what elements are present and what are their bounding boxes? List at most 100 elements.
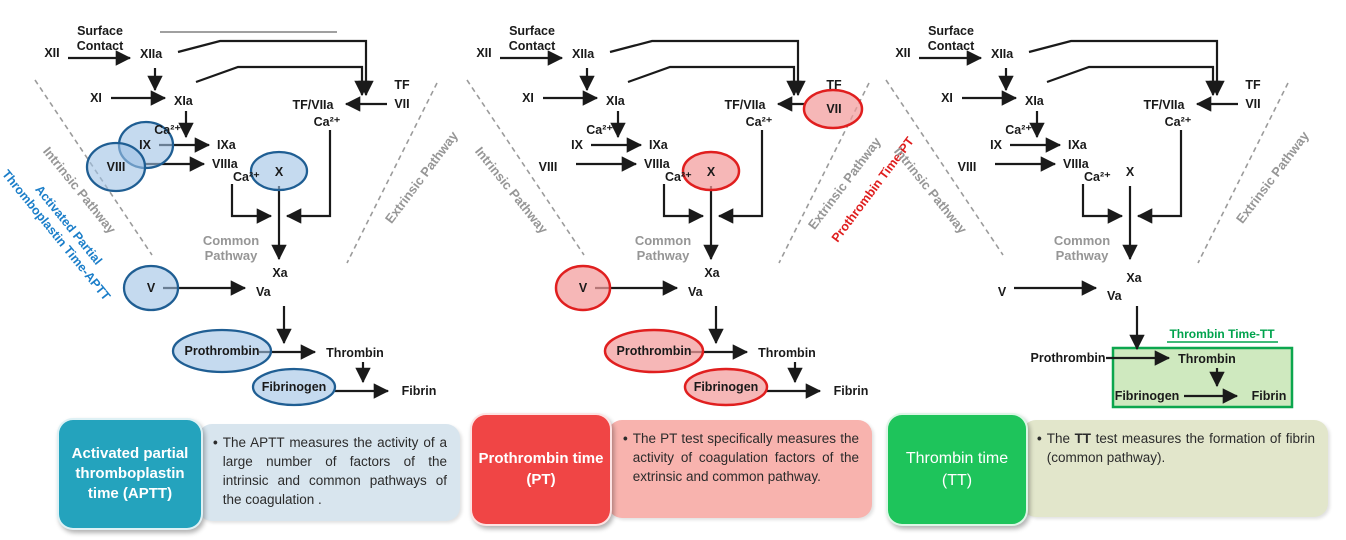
thrombin-label: Thrombin [758,346,816,360]
aptt-title-box: Activated partial thromboplastin time (A… [57,418,203,530]
factor-ixa-label: IXa [649,138,669,152]
bullet: • [623,431,628,446]
tf-label: TF [1245,78,1261,92]
factor-xi-label: XI [90,91,102,105]
factor-ix-label: IX [139,138,151,152]
tt-title-text: Thrombin time (TT) [905,449,1009,489]
factor-viii-label: VIII [539,160,558,174]
tt-desc-post: test measures the formation of fibrin (c… [1046,431,1315,466]
intrinsic-pathway-label: Intrinsic Pathway [891,144,970,237]
flow-arrows [68,39,390,399]
highlight-prothrombin [603,328,705,374]
factor-xia-label: XIa [1025,94,1045,108]
fibrin-label: Fibrin [1252,389,1287,403]
thrombin-label: Thrombin [326,346,384,360]
calcium-label: Ca²⁺ [1084,170,1111,184]
flow-arrows [500,39,822,399]
factor-viiia-label: VIIIa [212,157,239,171]
factor-viii-label: VIII [107,160,126,174]
aptt-highlight-ellipses [85,120,337,407]
factor-va-label: Va [688,285,704,299]
calcium-label: Ca²⁺ [746,115,773,129]
fibrin-label: Fibrin [834,384,869,398]
fibrin-label: Fibrin [402,384,437,398]
calcium-label: Ca²⁺ [233,170,260,184]
factor-vii-label: VII [826,102,841,116]
intrinsic-boundary-dashed-line [34,79,153,256]
extrinsic-pathway-label: Extrinsic Pathway [382,128,461,227]
factor-v-label: V [998,285,1007,299]
flow-arrows [1106,306,1239,404]
aptt-title-text: Activated partial thromboplastin time (A… [71,444,189,503]
svg-text:Thromboplastin Time-APTT: Thromboplastin Time-APTT [0,167,113,303]
prothrombin-label: Prothrombin [1031,351,1106,365]
prothrombin-label: Prothrombin [185,344,260,358]
pt-highlight-ellipses [554,88,864,407]
bullet: • [213,435,218,450]
pt-description-box: • The PT test specifically measures the … [608,420,872,518]
panel-aptt: XII Surface Contact XIIa XI XIa Ca²⁺ IX … [0,24,461,407]
calcium-label: Ca²⁺ [1165,115,1192,129]
factor-ix-label: IX [571,138,583,152]
factor-x-label: X [707,165,716,179]
contact-label: Contact [928,39,975,53]
factor-xi-label: XI [941,91,953,105]
contact-label: Contact [77,39,124,53]
factor-v-label: V [147,281,156,295]
calcium-label: Ca²⁺ [154,123,181,137]
highlight-x [681,150,741,192]
highlight-viii [85,141,147,193]
tt-desc-pre: The [1046,431,1075,446]
factor-xia-label: XIa [606,94,626,108]
intrinsic-pathway-label: Intrinsic Pathway [472,144,551,237]
tt-description-text: The TT test measures the formation of fi… [1047,429,1315,509]
calcium-label: Ca²⁺ [586,123,613,137]
highlight-x [249,150,309,192]
factor-vii-label: VII [1245,97,1260,111]
contact-label: Contact [509,39,556,53]
extrinsic-boundary-dashed-line [346,82,438,264]
extrinsic-boundary-dashed-line [778,82,870,264]
factor-viii-label: VIII [958,160,977,174]
calcium-label: Ca²⁺ [314,115,341,129]
common-pathway-label: Common [635,233,691,248]
factor-xi-label: XI [522,91,534,105]
coagulation-cascade-diagram: XII Surface Contact XIIa XI XIa Ca²⁺ IX … [0,24,1312,409]
tt-description-box: • The TT test measures the formation of … [1022,420,1328,517]
extrinsic-pathway-label: Extrinsic Pathway [1233,128,1312,227]
factor-va-label: Va [1107,289,1123,303]
highlight-prothrombin [171,328,273,374]
highlight-vii [802,88,864,130]
factor-viiia-label: VIIIa [644,157,671,171]
tf-viia-label: TF/VIIa [293,98,335,112]
calcium-label: Ca²⁺ [665,170,692,184]
common-pathway-label: Pathway [637,248,691,263]
bullet: • [1037,431,1042,446]
pt-description-text: The PT test specifically measures the ac… [632,431,859,485]
tt-desc-bold: TT [1074,431,1092,446]
intrinsic-boundary-dashed-line [885,79,1004,256]
calcium-label: Ca²⁺ [1005,123,1032,137]
flow-arrows [919,39,1238,296]
thrombin-label: Thrombin [1178,352,1236,366]
factor-xiia-label: XIIa [572,47,595,61]
tf-viia-label: TF/VIIa [725,98,767,112]
tf-label: TF [394,78,410,92]
factor-xia-label: XIa [174,94,194,108]
factor-va-label: Va [256,285,272,299]
factor-xa-label: Xa [1126,271,1142,285]
factor-xii-label: XII [476,46,491,60]
factor-ix-label: IX [990,138,1002,152]
fibrinogen-label: Fibrinogen [1115,389,1180,403]
aptt-description-text: The APTT measures the activity of a larg… [222,435,447,508]
surface-label: Surface [77,24,123,38]
tt-test-label: Thrombin Time-TT [1169,327,1275,341]
factor-viiia-label: VIIIa [1063,157,1090,171]
factor-xa-label: Xa [704,266,720,280]
factor-xa-label: Xa [272,266,288,280]
tf-label: TF [826,78,842,92]
tt-title-box: Thrombin time (TT) [886,413,1028,526]
highlight-fibrinogen [683,367,769,407]
factor-xiia-label: XIIa [991,47,1014,61]
fibrinogen-label: Fibrinogen [262,380,327,394]
